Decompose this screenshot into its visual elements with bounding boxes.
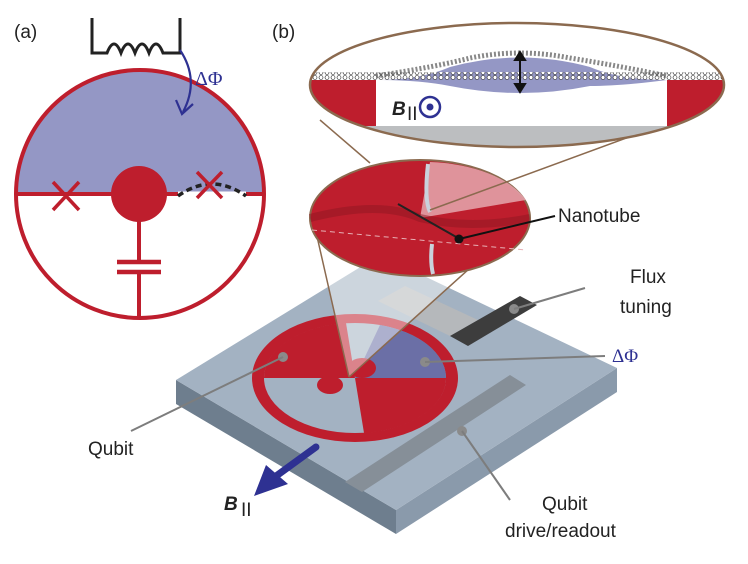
label-delta-phi: ΔΦ — [612, 346, 638, 367]
label-flux-tuning-line2: tuning — [620, 297, 672, 318]
drive-readout-leader — [461, 430, 511, 501]
inset-b-field-subscript: II — [407, 104, 418, 125]
substrate-side-right — [396, 368, 617, 534]
qubit-quadrant-lower-right — [355, 378, 447, 433]
junction-left-icon — [51, 180, 81, 212]
vibration-arrow-icon — [513, 50, 527, 94]
substrate-side-left — [176, 380, 396, 534]
qubit-leader — [130, 356, 284, 432]
junction-right-icon — [195, 170, 224, 200]
nanotube-junction-dashed — [176, 182, 248, 198]
panel-a-flux-label: ΔΦ — [195, 68, 223, 90]
drive-readout-line — [345, 375, 526, 492]
label-qubit: Qubit — [88, 439, 134, 460]
panel-b-label: (b) — [272, 22, 295, 43]
qubit-center-island — [317, 376, 343, 394]
inset-frame — [308, 21, 726, 149]
inductor-symbol — [90, 18, 182, 58]
inset-electrode-left — [310, 80, 376, 126]
field-out-of-page-icon — [418, 95, 442, 119]
b-field-arrow-icon — [268, 443, 320, 483]
label-nanotube: Nanotube — [558, 206, 640, 227]
panel-a-label: (a) — [14, 22, 37, 43]
flux-tuning-leader — [513, 287, 586, 310]
inset-b-field-label: B — [392, 99, 406, 120]
label-qubit-drive-line2: drive/readout — [505, 521, 617, 542]
inset-electrode-right — [667, 80, 724, 126]
nanotube-lattice — [310, 72, 724, 80]
flux-arrow-icon — [179, 49, 192, 113]
b-field-subscript: II — [241, 500, 252, 521]
qubit-quadrant-upper-left — [263, 323, 355, 378]
nanotube-leader — [458, 215, 556, 240]
label-qubit-drive-line1: Qubit — [542, 494, 588, 515]
label-flux-tuning-line1: Flux — [630, 267, 666, 288]
flux-tuning-line-light — [378, 286, 478, 336]
b-field-label: B — [224, 494, 238, 515]
qubit-island — [111, 166, 167, 222]
delta-phi-leader — [424, 355, 606, 363]
nanotube-line — [397, 203, 459, 239]
inset-substrate — [310, 126, 724, 147]
